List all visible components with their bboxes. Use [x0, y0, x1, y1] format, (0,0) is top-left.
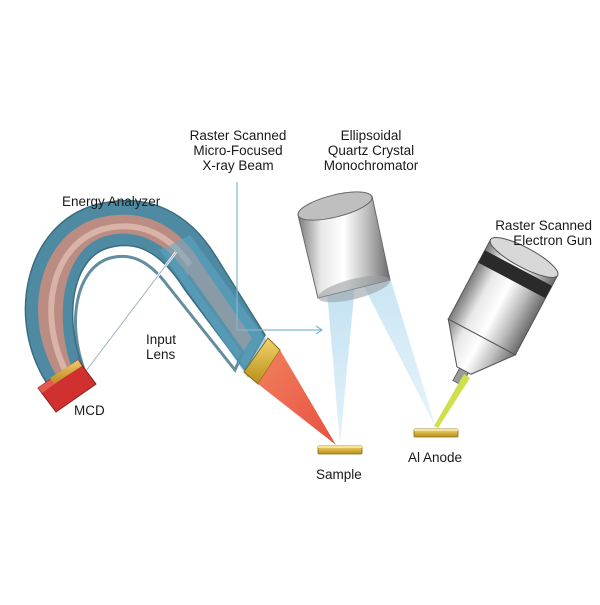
electron-gun: [447, 237, 559, 386]
label-monochromator: Ellipsoidal Quartz Crystal Monochromator: [306, 128, 436, 173]
monochromator-crystal: [297, 191, 391, 303]
label-input-lens-line1: Input: [146, 332, 177, 347]
label-raster-xray-beam-line3: X-ray Beam: [202, 158, 274, 173]
label-monochromator-line3: Monochromator: [323, 158, 419, 173]
energy-analyzer: [24, 199, 281, 413]
photoelectron-cone: [258, 350, 336, 445]
al-anode-pad: [413, 428, 459, 438]
input-lens-tube: [160, 235, 270, 378]
analyzer-highlight: [48, 223, 193, 374]
label-al-anode: Al Anode: [408, 450, 463, 465]
label-sample: Sample: [316, 467, 362, 482]
label-raster-xray-beam: Raster Scanned Micro-Focused X-ray Beam: [176, 128, 300, 173]
analyzer-inner-core: [73, 254, 245, 373]
label-input-lens-line2: Lens: [146, 347, 176, 362]
label-electron-gun-line2: Electron Gun: [513, 233, 592, 248]
mcd-detector: [37, 359, 97, 413]
analyzer-axis-rod-edge: [69, 251, 177, 393]
label-electron-gun-line1: Raster Scanned: [495, 218, 592, 233]
label-raster-xray-beam-line2: Micro-Focused: [193, 143, 283, 158]
sample-pad: [317, 445, 363, 455]
label-mcd: MCD: [74, 403, 105, 418]
label-monochromator-line2: Quartz Crystal: [327, 143, 415, 158]
xray-callout: [236, 182, 324, 335]
label-monochromator-line1: Ellipsoidal: [340, 128, 402, 143]
label-energy-analyzer: Energy Analyzer: [62, 194, 161, 209]
label-raster-xray-beam-line1: Raster Scanned: [189, 128, 287, 143]
label-electron-gun: Raster Scanned Electron Gun: [470, 218, 592, 248]
electron-beam: [434, 374, 470, 428]
label-input-lens: Input Lens: [146, 332, 176, 362]
